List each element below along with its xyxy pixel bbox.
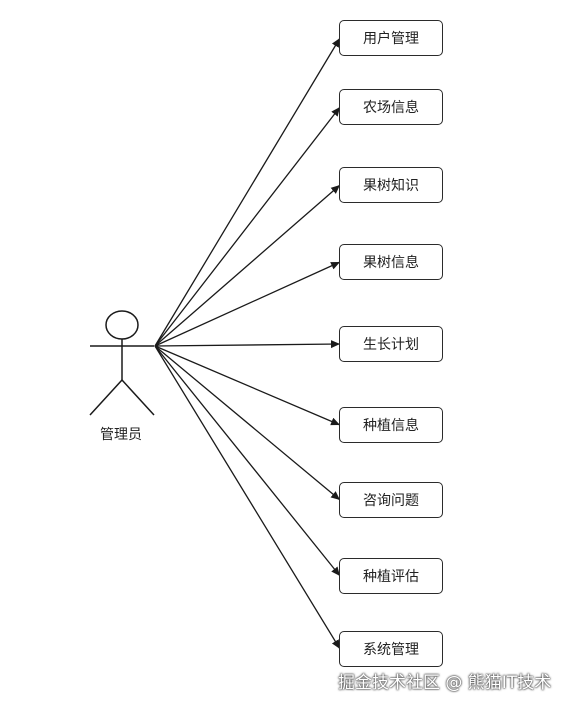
connector-arrow-5 xyxy=(154,340,341,349)
connector-arrow-3 xyxy=(154,184,341,347)
use-case-farm-info[interactable]: 农场信息 xyxy=(339,89,443,125)
watermark: 掘金技术社区 @ 熊猫IT技术 xyxy=(338,673,552,693)
connector-arrow-7 xyxy=(154,345,341,501)
actor-figure xyxy=(89,310,155,416)
use-case-user-management[interactable]: 用户管理 xyxy=(339,20,443,56)
connector-arrow-9 xyxy=(154,345,341,650)
use-case-growth-plan[interactable]: 生长计划 xyxy=(339,326,443,362)
use-case-planting-info[interactable]: 种植信息 xyxy=(339,407,443,443)
actor-right-leg xyxy=(121,379,155,416)
actor-left-leg xyxy=(89,379,123,416)
connector-arrow-2 xyxy=(154,106,341,347)
connector-arrow-8 xyxy=(154,345,341,577)
use-case-planting-assessment[interactable]: 种植评估 xyxy=(339,558,443,594)
connector-arrow-6 xyxy=(154,345,341,426)
use-case-fruit-tree-knowledge[interactable]: 果树知识 xyxy=(339,167,443,203)
connectors xyxy=(154,37,341,650)
connector-arrow-1 xyxy=(154,37,341,347)
use-case-system-management[interactable]: 系统管理 xyxy=(339,631,443,667)
use-case-consult-questions[interactable]: 咨询问题 xyxy=(339,482,443,518)
actor-label: 管理员 xyxy=(100,427,142,443)
use-case-fruit-tree-info[interactable]: 果树信息 xyxy=(339,244,443,280)
actor-head xyxy=(105,310,139,340)
connector-arrow-4 xyxy=(154,261,341,347)
